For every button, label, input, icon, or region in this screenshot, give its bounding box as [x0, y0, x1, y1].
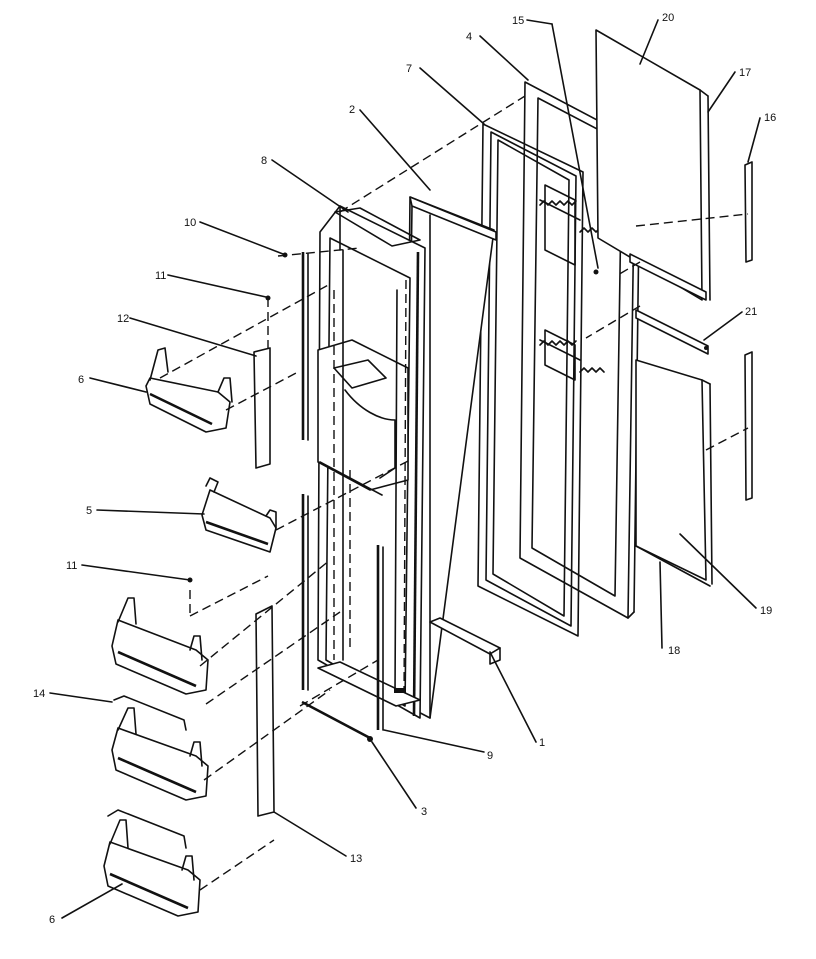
callout-17: 17 [739, 67, 751, 79]
door-bin-small [201, 477, 277, 553]
callout-1: 1 [539, 737, 545, 749]
callout-16: 16 [764, 112, 776, 124]
callout-9: 9 [487, 750, 493, 762]
lower-glass-panel [635, 359, 713, 587]
callout-10: 10 [184, 217, 196, 229]
trim-strip [253, 347, 271, 469]
callout-15: 15 [512, 15, 524, 27]
door-bin-top [145, 347, 233, 433]
callout-6-top: 6 [78, 374, 84, 386]
door-rails [301, 252, 384, 731]
callout-5: 5 [86, 505, 92, 517]
callout-11-lower: 11 [66, 560, 77, 572]
leader-lines [49, 19, 761, 919]
long-trim [255, 605, 275, 817]
callout-8: 8 [261, 155, 267, 167]
assembly-guide-lines [159, 95, 749, 891]
callout-2: 2 [349, 104, 355, 116]
callout-18: 18 [668, 645, 680, 657]
callout-3: 3 [421, 806, 427, 818]
door-bin-middle [111, 597, 209, 695]
callout-20: 20 [662, 12, 674, 24]
dispenser-door-frame [317, 205, 426, 719]
upper-panel-trim [744, 161, 753, 263]
callout-7: 7 [406, 63, 412, 75]
callout-19: 19 [760, 605, 772, 617]
callout-13: 13 [350, 853, 362, 865]
hinge-rod [301, 700, 373, 742]
door-gasket [477, 123, 584, 637]
lower-panel-trim [744, 351, 753, 501]
callout-12: 12 [117, 313, 129, 325]
door-bin-bottom [103, 809, 201, 917]
callout-14: 14 [33, 688, 45, 700]
door-bin-lower [111, 695, 209, 801]
callout-4: 4 [466, 31, 472, 43]
callout-11-upper: 11 [155, 270, 166, 282]
divider-bar [629, 253, 709, 355]
door-bottom-trim [429, 617, 501, 665]
callout-6-bottom: 6 [49, 914, 55, 926]
callout-labels: 1 2 3 4 5 6 6 7 8 9 10 11 11 12 13 14 15… [33, 12, 776, 926]
upper-glass-panel [595, 29, 711, 301]
callout-21: 21 [745, 306, 757, 318]
